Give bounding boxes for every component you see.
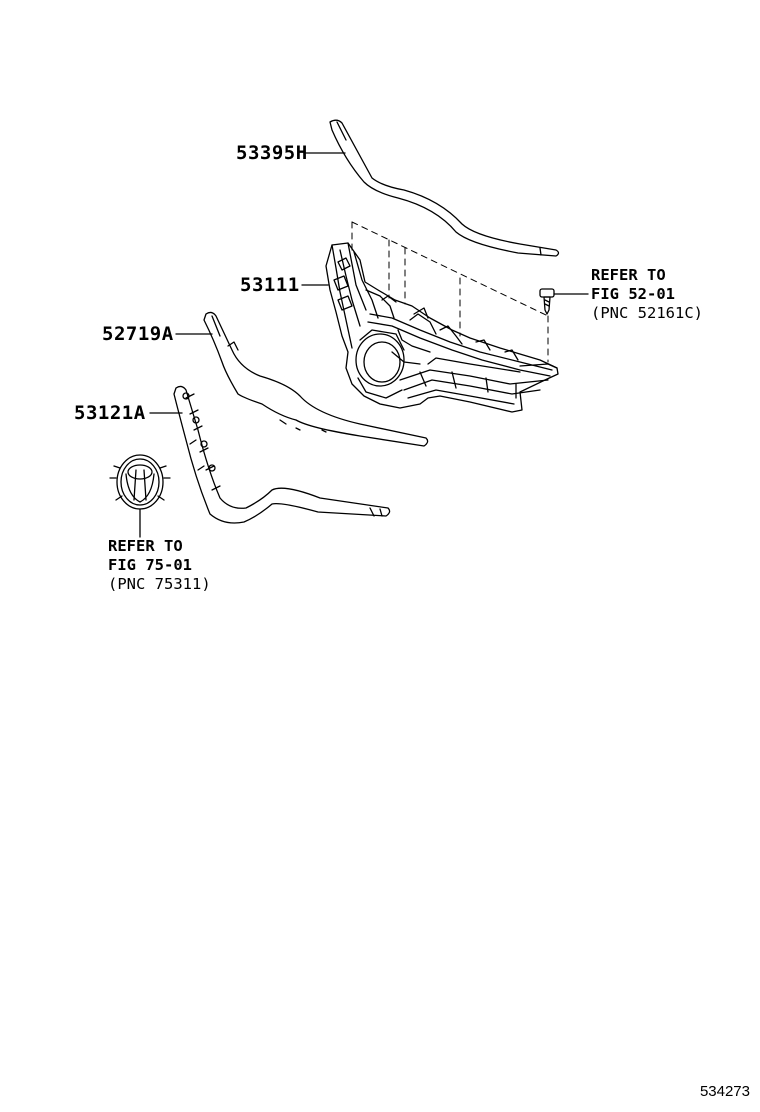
reference-line-3: (PNC 52161C) (591, 304, 703, 322)
reference-line-3: (PNC 75311) (108, 575, 211, 593)
molding-53121a[interactable] (174, 386, 390, 523)
garnish-52719a[interactable] (204, 312, 428, 446)
emblem-icon[interactable] (110, 455, 170, 509)
part-number-52719a[interactable]: 52719A (102, 323, 174, 345)
figure-id: 534273 (699, 1083, 750, 1100)
reference-line-2: FIG 75-01 (108, 556, 192, 574)
part-number-53395h[interactable]: 53395H (236, 142, 308, 164)
reference-note-clip[interactable]: REFER TO FIG 52-01 (PNC 52161C) (591, 266, 703, 323)
reference-line-2: FIG 52-01 (591, 285, 675, 303)
reference-line-1: REFER TO (591, 266, 666, 284)
molding-strip-53395h[interactable] (330, 120, 559, 256)
assembly-guide-lines (352, 222, 548, 362)
radiator-grille-53111[interactable] (326, 243, 558, 412)
reference-line-1: REFER TO (108, 537, 183, 555)
clip-fastener[interactable] (540, 289, 554, 314)
part-number-53121a[interactable]: 53121A (74, 402, 146, 424)
part-number-53111[interactable]: 53111 (240, 274, 300, 296)
reference-note-emblem[interactable]: REFER TO FIG 75-01 (PNC 75311) (108, 537, 211, 594)
